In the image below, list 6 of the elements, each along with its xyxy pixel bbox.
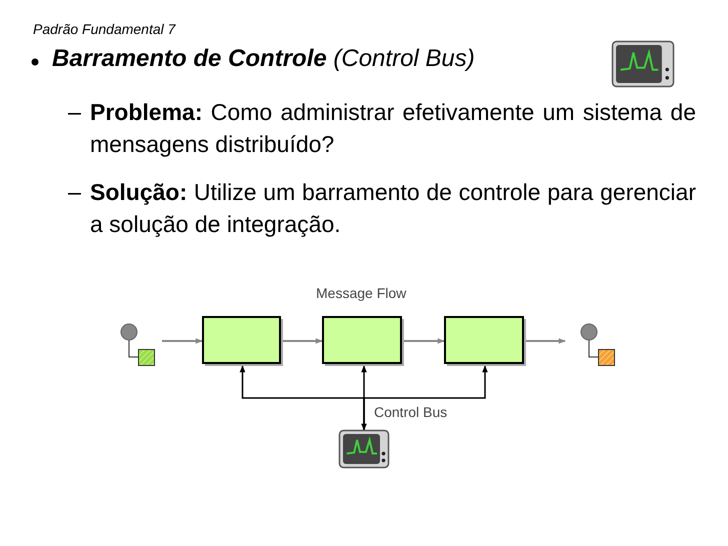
diagram-label: Message Flow (316, 285, 406, 301)
bullet-text: Problema: Como administrar efetivamente um sistema de mensagens distribuído? (90, 98, 696, 159)
bullet-heading: Barramento de Controle (Control Bus) (52, 45, 475, 73)
bullet-text: Solução: Utilize um barramento de controle para gerenciar a solução de integração. (90, 178, 696, 239)
slide-header: Padrão Fundamental 7 (33, 21, 176, 37)
edge-label: Control Bus (374, 404, 448, 420)
